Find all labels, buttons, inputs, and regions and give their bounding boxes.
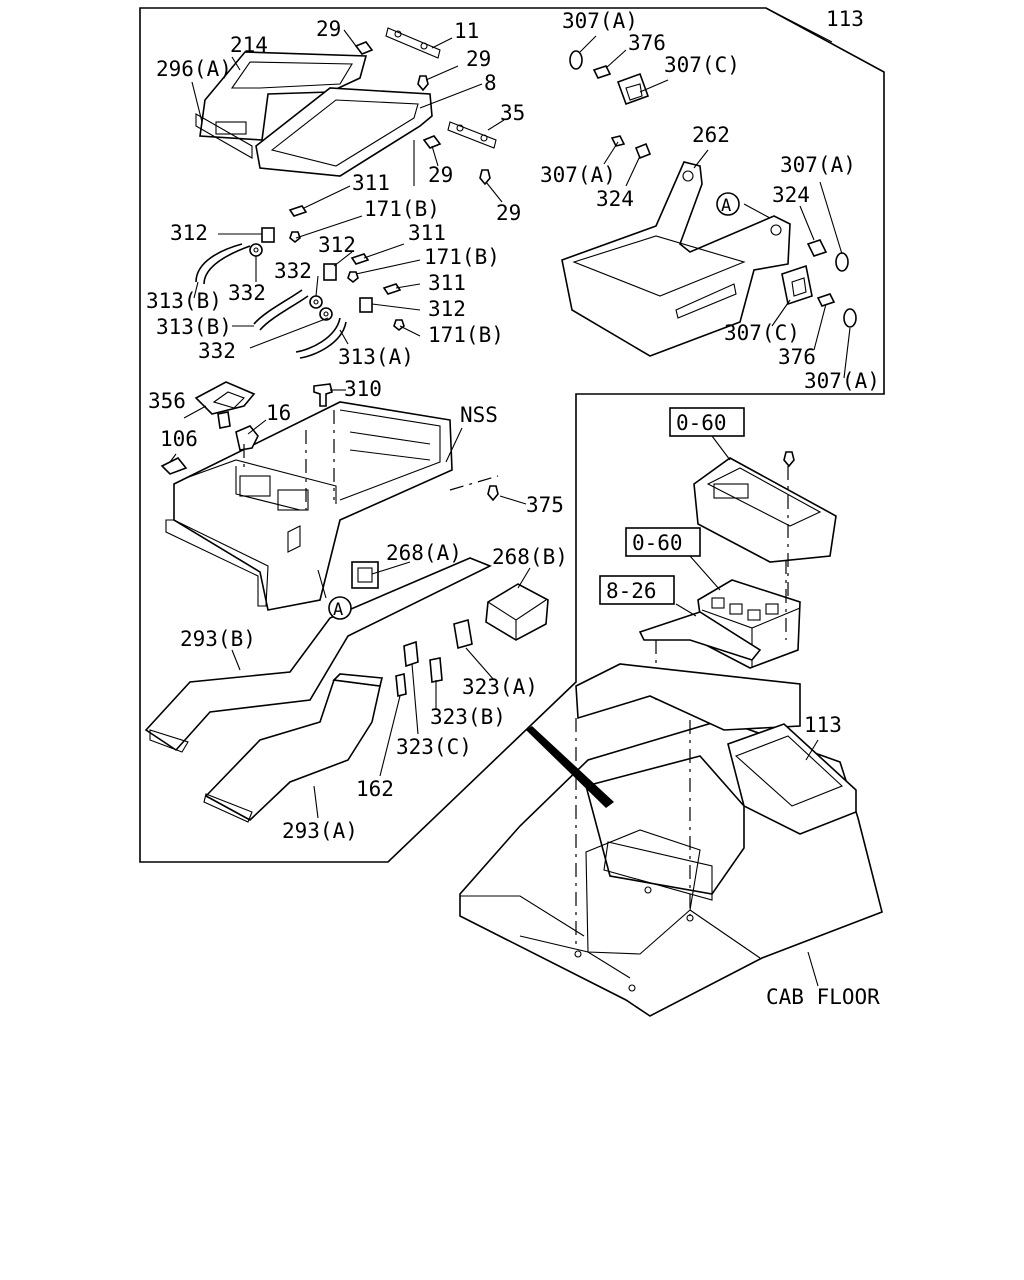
callout-356: 356 [148, 389, 186, 413]
callout-323c: 323(C) [396, 735, 472, 759]
callout-311-b: 311 [408, 221, 446, 245]
callout-312-a: 312 [170, 221, 208, 245]
plug-310 [313, 383, 333, 407]
callout-332-c: 332 [198, 339, 236, 363]
callout-307c-b: 307(C) [724, 321, 800, 345]
callout-16: 16 [266, 401, 291, 425]
callout-29-c: 29 [428, 163, 453, 187]
callout-311-c: 311 [428, 271, 466, 295]
screws-29 [354, 41, 491, 186]
label-box-8-26 [599, 575, 675, 605]
callout-8-26: 8-26 [606, 579, 657, 603]
callout-313b-a: 313(B) [146, 289, 222, 313]
callout-312-b: 312 [318, 233, 356, 257]
marker-a-circle-1 [716, 192, 740, 216]
callout-324-a: 324 [596, 187, 634, 211]
callout-106: 106 [160, 427, 198, 451]
callout-310: 310 [344, 377, 382, 401]
part-16 [235, 425, 259, 451]
callout-113-top: 113 [826, 7, 864, 31]
callout-376-b: 376 [778, 345, 816, 369]
callout-214: 214 [230, 33, 268, 57]
bracket-11 [385, 27, 441, 59]
callout-307c-a: 307(C) [664, 53, 740, 77]
vent-268a [351, 561, 379, 589]
callout-332-a: 332 [274, 259, 312, 283]
callout-171b-c: 171(B) [428, 323, 504, 347]
callout-cab-floor: CAB FLOOR [766, 985, 880, 1009]
bracket-35 [447, 121, 497, 149]
callout-293a: 293(A) [282, 819, 358, 843]
marker-a-text-2: A [333, 600, 343, 620]
callout-162: 162 [356, 777, 394, 801]
duct-293b [144, 557, 492, 753]
callout-312-c: 312 [428, 297, 466, 321]
callout-307a-4: 307(A) [804, 369, 880, 393]
callout-29-b: 29 [466, 47, 491, 71]
console-cover-214 [195, 51, 433, 177]
callout-11: 11 [454, 19, 479, 43]
callout-323a: 323(A) [462, 675, 538, 699]
bracket-268b [485, 583, 549, 641]
callout-268a: 268(A) [386, 541, 462, 565]
callout-0-60-a: 0-60 [676, 411, 727, 435]
callout-311-a: 311 [352, 171, 390, 195]
shift-knob-356 [194, 381, 256, 429]
clips-311-312-332 [249, 205, 405, 332]
callout-313b-b: 313(B) [156, 315, 232, 339]
console-lid-0-60 [693, 451, 837, 563]
small-parts-307-324-376 [569, 50, 857, 328]
switch-block-8-26 [638, 579, 801, 669]
callout-171b-b: 171(B) [424, 245, 500, 269]
callout-8: 8 [484, 71, 497, 95]
callout-307a-1: 307(A) [562, 9, 638, 33]
callout-307a-3: 307(A) [780, 153, 856, 177]
callout-323b: 323(B) [430, 705, 506, 729]
part-106 [160, 456, 188, 475]
cab-floor [459, 663, 883, 1017]
marker-a-circle-2 [328, 596, 352, 620]
clips-323 [395, 618, 473, 698]
callout-29-a: 29 [316, 17, 341, 41]
label-box-0-60-a [669, 407, 745, 437]
callout-0-60-b: 0-60 [632, 531, 683, 555]
callout-113-b: 113 [804, 713, 842, 737]
callout-307a-2: 307(A) [540, 163, 616, 187]
callout-nss: NSS [460, 403, 498, 427]
hoses-313 [195, 243, 347, 359]
callout-293b: 293(B) [180, 627, 256, 651]
cup-holder-262 [561, 161, 791, 357]
callout-296a: 296(A) [156, 57, 232, 81]
callout-324-b: 324 [772, 183, 810, 207]
callout-29-d: 29 [496, 201, 521, 225]
duct-293a [203, 673, 384, 823]
boundary-frame [139, 7, 885, 863]
callout-171b-a: 171(B) [364, 197, 440, 221]
callout-35: 35 [500, 101, 525, 125]
label-box-0-60-b [625, 527, 701, 557]
callout-375: 375 [526, 493, 564, 517]
callout-262: 262 [692, 123, 730, 147]
callout-268b: 268(B) [492, 545, 568, 569]
callout-376-a: 376 [628, 31, 666, 55]
callout-332-b: 332 [228, 281, 266, 305]
marker-a-text-1: A [721, 196, 731, 216]
screw-375 [487, 485, 499, 502]
callout-313a: 313(A) [338, 345, 414, 369]
floor-console-body [165, 401, 453, 611]
